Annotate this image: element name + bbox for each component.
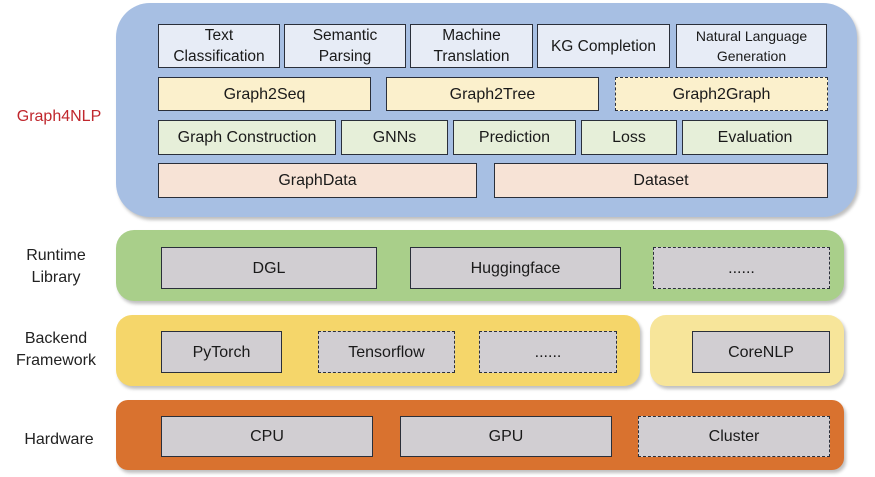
runtime-library-layer-label: Runtime Library [0,245,112,289]
hardware-item-label: CPU [250,428,284,445]
component-label: Evaluation [717,129,793,146]
data-label: Dataset [633,172,689,189]
model-label: Graph2Seq [223,85,306,103]
component-label: Prediction [478,129,551,146]
component-label: Graph Construction [177,129,317,146]
data-label: GraphData [278,172,357,189]
task-line1: Text [204,27,234,44]
task-line1: Semantic [312,27,378,44]
graph4nlp-layer-label: Graph4NLP [16,108,102,125]
model-graph2graph: Graph2Graph [615,77,828,111]
backend-label-line1: Backend [24,330,88,347]
model-label: Graph2Graph [672,85,771,103]
runtime-label-line1: Runtime [26,247,86,264]
hardware-item-label: GPU [488,428,524,445]
model-graph2seq: Graph2Seq [158,77,371,111]
hardware-item-label: Cluster [708,428,760,445]
data-dataset: Dataset [494,163,828,198]
component-prediction: Prediction [453,120,576,155]
component-loss: Loss [581,120,677,155]
runtime-dgl: DGL [161,247,377,289]
backend-item-label: Tensorflow [348,343,425,361]
component-label: GNNs [372,129,417,146]
backend-item-label: ...... [534,343,562,361]
backend-label-line2: Framework [15,352,96,369]
runtime-item-label: Huggingface [470,259,561,277]
model-label: Graph2Tree [449,85,536,103]
runtime-item-label: DGL [252,259,286,277]
task-line1: Natural Language [695,28,808,44]
task-kg-completion: KG Completion [537,24,670,68]
backend-item-label: CoreNLP [728,343,794,361]
model-graph2tree: Graph2Tree [386,77,599,111]
backend-framework-layer-label: Backend Framework [0,328,112,372]
hardware-cluster: Cluster [638,416,830,457]
backend-pytorch: PyTorch [161,331,282,373]
component-graph-construction: Graph Construction [158,120,336,155]
task-line1: KG Completion [550,37,657,55]
backend-item-label: PyTorch [192,343,251,361]
runtime-more: ...... [653,247,830,289]
runtime-item-label: ...... [728,259,755,277]
component-label: Loss [612,129,646,146]
backend-tensorflow: Tensorflow [318,331,455,373]
component-gnns: GNNs [341,120,448,155]
runtime-huggingface: Huggingface [410,247,621,289]
component-evaluation: Evaluation [682,120,828,155]
task-line1: Machine [442,27,501,44]
data-graphdata: GraphData [158,163,477,198]
runtime-label-line2: Library [31,269,81,286]
task-line2: Parsing [318,48,372,65]
hardware-cpu: CPU [161,416,373,457]
backend-more: ...... [479,331,617,373]
hardware-gpu: GPU [400,416,612,457]
backend-corenlp: CoreNLP [692,331,830,373]
task-line2: Translation [433,48,510,65]
task-line2: Generation [716,48,787,64]
task-line2: Classification [173,48,265,65]
hardware-layer-label: Hardware [24,431,94,448]
